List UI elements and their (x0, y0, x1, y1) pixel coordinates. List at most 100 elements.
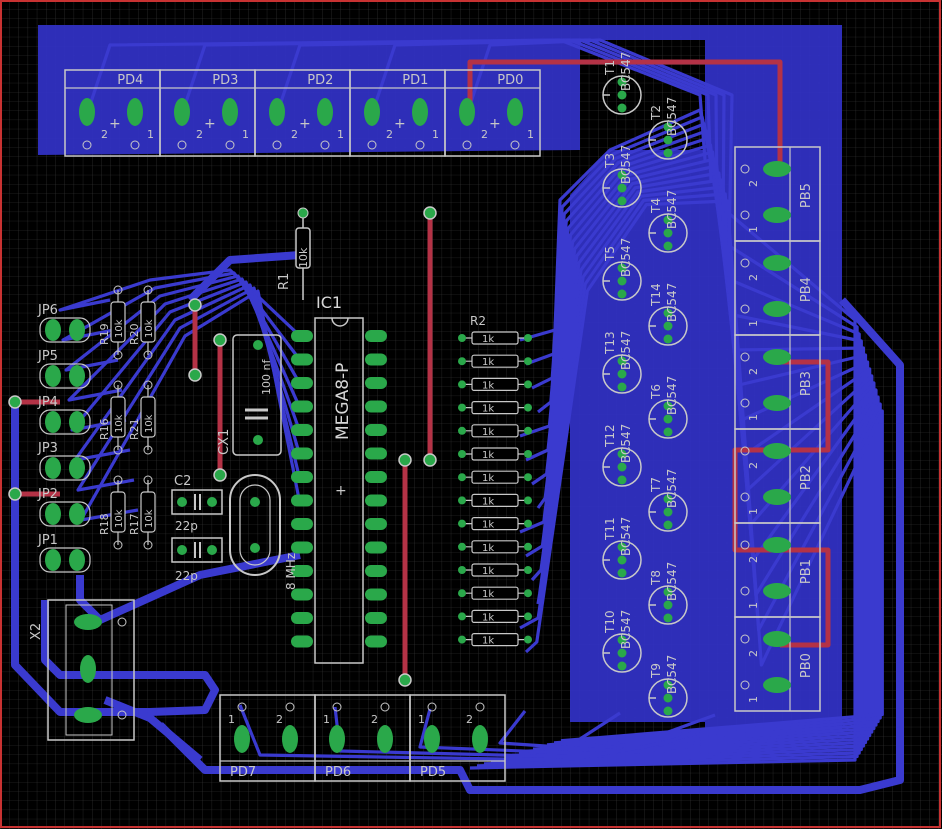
jumper-3: JP3 (37, 441, 91, 481)
header-label: PB0 (799, 653, 814, 678)
array-resistor-13: 1k (458, 632, 532, 647)
pin-1-label: 1 (242, 128, 249, 141)
pin-2-label: 2 (747, 462, 760, 469)
pin-2-label: 2 (371, 713, 378, 726)
array-resistor-10: 1k (458, 563, 532, 577)
transistor-name: T14 (649, 283, 663, 307)
transistor-name: T2 (649, 105, 663, 121)
array-resistor-5: 1k (458, 447, 532, 461)
pin-1-label: 1 (747, 508, 760, 515)
transistor-name: T9 (649, 663, 663, 679)
transistor-name: T11 (603, 517, 617, 541)
pin-1-label: 1 (323, 713, 330, 726)
pin-1-label: 1 (337, 128, 344, 141)
transistor-part: BC547 (619, 331, 633, 370)
svg-text:+: + (204, 116, 216, 132)
transistor-part: BC547 (619, 610, 633, 649)
c2-value: 22p (175, 519, 198, 533)
pin-1-label: 1 (527, 128, 534, 141)
transistor-part: BC547 (665, 283, 679, 322)
pin-2-label: 2 (276, 713, 283, 726)
array-resistor-8: 1k (458, 516, 532, 531)
ic1-part: MEGA8-P (333, 363, 353, 440)
pin-1-label: 1 (147, 128, 154, 141)
jumper-label: JP2 (37, 487, 58, 502)
array-resistor-9: 1k (458, 540, 532, 554)
cx1-label: CX1 (217, 429, 232, 455)
transistor-name: T7 (649, 477, 663, 493)
transistor-part: BC547 (665, 469, 679, 508)
cx1-value: 100 nf (260, 359, 273, 395)
capacitor-c3: 22p (171, 537, 223, 583)
ic1-name: IC1 (316, 293, 342, 312)
transistor-part: BC547 (619, 238, 633, 277)
pin-1-label: 1 (747, 414, 760, 421)
crystal-value: 8 MHz (284, 553, 298, 590)
header-label: PD3 (212, 73, 238, 88)
pin-2-label: 2 (747, 368, 760, 375)
header-label: PB5 (799, 183, 814, 208)
connector-x2: X2 (29, 599, 135, 741)
transistor-part: BC547 (665, 562, 679, 601)
header-label: PD0 (497, 73, 523, 88)
bottom-traces (58, 38, 884, 770)
transistor-part: BC547 (619, 145, 633, 184)
array-resistor-7: 1k (458, 493, 532, 507)
pin-1-label: 1 (747, 602, 760, 609)
transistor-part: BC547 (619, 517, 633, 556)
header-label: PD1 (402, 73, 428, 88)
c3-value: 22p (175, 569, 198, 583)
svg-text:+: + (335, 483, 347, 499)
pullup-value: 10k (114, 414, 125, 433)
pin-2-label: 2 (101, 128, 108, 141)
array-resistor-value: 1k (482, 404, 494, 415)
svg-text:+: + (109, 116, 121, 132)
array-resistor-3: 1k (458, 401, 532, 415)
transistor-name: T13 (603, 331, 617, 355)
vias (8, 206, 437, 687)
array-resistor-value: 1k (482, 450, 494, 461)
transistor-name: T12 (603, 424, 617, 448)
array-resistor-value: 1k (482, 543, 494, 554)
header-label: PD7 (230, 765, 256, 780)
jumper-label: JP3 (37, 441, 58, 456)
crystal-8mhz: 8 MHz (229, 474, 298, 590)
pullup-name: R17 (128, 513, 141, 535)
pin-2-label: 2 (747, 180, 760, 187)
jumper-5: JP1 (37, 533, 91, 573)
transistor-part: BC547 (619, 52, 633, 91)
capacitor-c2: C2 22p (171, 474, 223, 533)
svg-text:+: + (299, 116, 311, 132)
transistor-part: BC547 (665, 190, 679, 229)
array-resistor-12: 1k (458, 609, 532, 623)
header-label: PD5 (420, 765, 446, 780)
jumper-2: JP4 (37, 395, 91, 435)
transistor-name: T8 (649, 570, 663, 586)
x2-label: X2 (29, 623, 44, 640)
capacitor-cx1: CX1 100 nf (217, 334, 282, 456)
power-traces (11, 251, 904, 794)
transistor-name: T3 (603, 153, 617, 169)
pullup-name: R19 (98, 323, 111, 345)
array-resistor-value: 1k (482, 380, 494, 391)
